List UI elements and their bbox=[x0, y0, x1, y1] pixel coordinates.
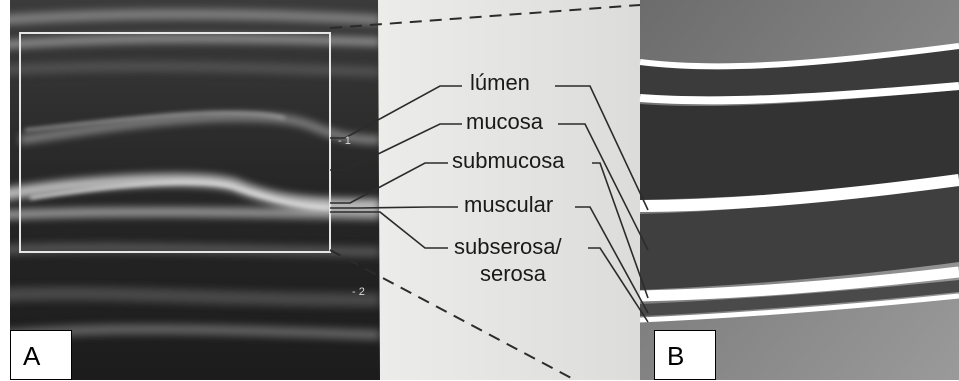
depth-tick-2: - 2 bbox=[352, 286, 365, 298]
label-lumen: lúmen bbox=[470, 71, 530, 95]
ultrasound-image bbox=[0, 0, 380, 380]
panel-label-a: A bbox=[10, 330, 72, 380]
paper-background bbox=[378, 0, 640, 380]
depth-tick-1: - 1 bbox=[338, 135, 351, 147]
panel-label-b: B bbox=[654, 330, 716, 380]
label-subserosa: subserosa/ bbox=[454, 235, 562, 259]
label-submucosa: submucosa bbox=[452, 149, 565, 173]
label-mucosa: mucosa bbox=[466, 110, 543, 134]
layer-schematic bbox=[640, 0, 959, 380]
label-muscular: muscular bbox=[464, 193, 553, 217]
label-serosa: serosa bbox=[480, 262, 546, 286]
